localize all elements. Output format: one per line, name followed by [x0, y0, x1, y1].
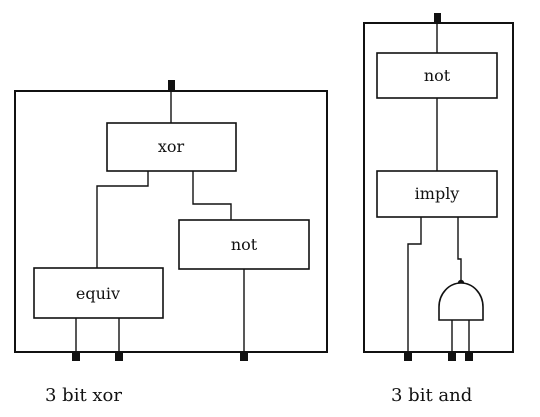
equiv-gate: equiv [33, 267, 164, 319]
xor-input-pin-3 [240, 351, 248, 361]
and-input-pin-3 [465, 351, 473, 361]
xor-gate-label: xor [158, 137, 185, 156]
not-gate-left-label: not [231, 235, 258, 254]
xor-circuit: xor not equiv 3 bit xor [14, 80, 328, 406]
imply-to-pin-wire [407, 217, 422, 352]
imply-to-and-wire [457, 217, 462, 283]
and-gate-symbol [438, 282, 484, 321]
and-input-pin-1 [404, 351, 412, 361]
and-circuit-caption: 3 bit and [391, 385, 472, 406]
xor-input-pin-1 [72, 351, 80, 361]
equiv-gate-label: equiv [76, 284, 120, 303]
xor-gate-box [106, 122, 237, 172]
not-gate-right-box [376, 52, 498, 99]
imply-gate: imply [376, 170, 498, 218]
and-input-pin-2 [448, 351, 456, 361]
not-gate-right: not [376, 52, 498, 99]
not-gate-left: not [178, 219, 310, 270]
xor-to-equiv-wire [96, 171, 149, 268]
xor-to-not-wire [192, 171, 232, 220]
imply-gate-box [376, 170, 498, 218]
imply-gate-label: imply [415, 184, 460, 203]
and-circuit: not imply 3 bit and [363, 13, 514, 406]
xor-circuit-caption: 3 bit xor [45, 385, 122, 406]
not-gate-left-box [178, 219, 310, 270]
and-output-pin [434, 13, 441, 23]
xor-output-pin [168, 80, 175, 91]
xor-gate: xor [106, 122, 237, 172]
equiv-gate-box [33, 267, 164, 319]
not-gate-right-label: not [424, 66, 451, 85]
xor-input-pin-2 [115, 351, 123, 361]
